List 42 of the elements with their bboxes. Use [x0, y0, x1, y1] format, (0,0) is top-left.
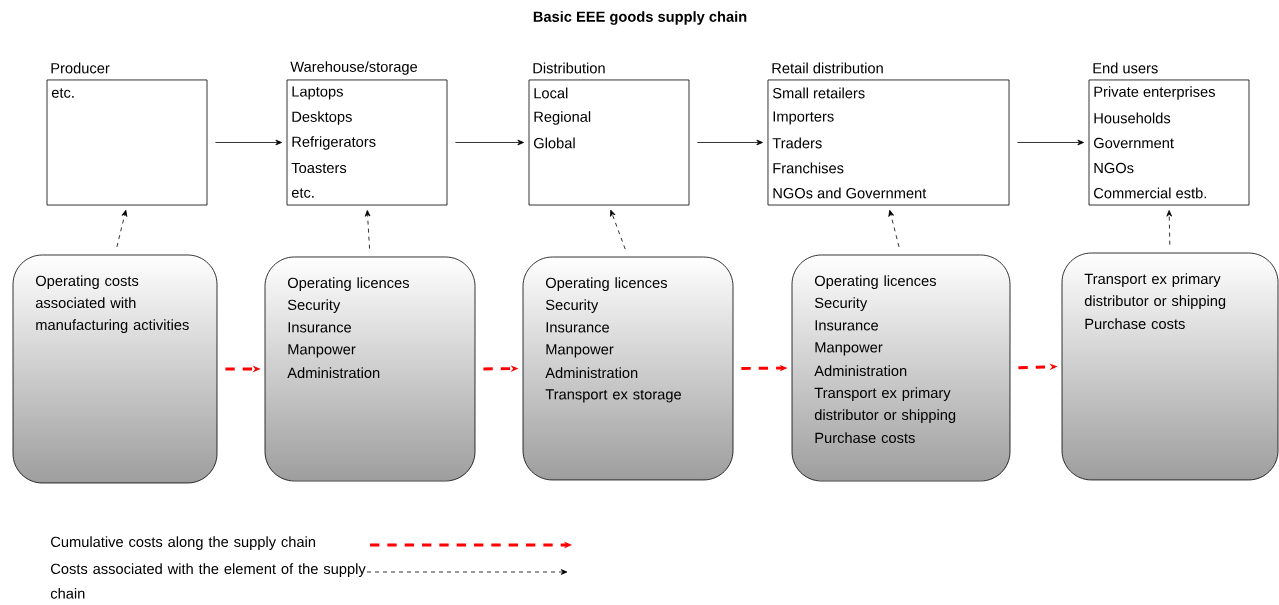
- node-label: Government: [1094, 137, 1174, 149]
- cost-box: Operating licences Security Insurance Manpower Administration Transport ex primary distributor or shipping Purchase costs: [791, 254, 1011, 482]
- arrow: [1017, 139, 1084, 146]
- arrow: [455, 139, 524, 146]
- node-label: etc.: [291, 188, 314, 198]
- cost-box: Operating licences Security Insurance Manpower Administration: [264, 256, 476, 482]
- dashed-arrow: [610, 209, 626, 250]
- item-list-box: Small retailers Importers Traders Franchises NGOs and Government: [767, 79, 1010, 206]
- item-list-box: etc.: [46, 79, 208, 206]
- node-label: Laptops: [292, 86, 343, 100]
- node-label: NGOs and Government: [773, 187, 927, 199]
- stage-heading: Warehouse/storage: [290, 61, 418, 75]
- cost-box: Operating costs associated with manufacturing activities: [12, 254, 218, 484]
- node-label: Desktops: [292, 111, 352, 125]
- stage-heading: Retail distribution: [772, 62, 883, 74]
- cost-box: Transport ex primary distributor or shipping Purchase costs: [1061, 252, 1279, 481]
- dashed-arrow: [888, 209, 900, 248]
- node-label: Small retailers: [772, 87, 865, 99]
- cost-box: Operating licences Security Insurance Manpower Administration Transport ex storage: [522, 256, 734, 481]
- node-label: Households: [1094, 112, 1171, 124]
- item-list-box: Local Regional Global: [528, 79, 690, 206]
- stage-heading: Producer: [51, 62, 110, 74]
- dashed-arrow: [1166, 210, 1173, 246]
- node-label: Refrigerators: [292, 136, 376, 150]
- title: Basic EEE goods supply chain: [533, 11, 747, 25]
- node-label: Private enterprises: [1094, 86, 1215, 100]
- legend-text: Costs associated with the element of the supply chain: [50, 563, 366, 599]
- node-label: Toasters: [291, 162, 347, 174]
- item-list-box: Private enterprises Households Government NGOs Commercial estb.: [1088, 79, 1250, 206]
- arrow: [215, 139, 282, 146]
- node-label: Traders: [772, 137, 822, 149]
- stage-heading: Distribution: [533, 62, 605, 74]
- node-label: Franchises: [773, 162, 844, 174]
- node-label: Commercial estb.: [1094, 187, 1207, 199]
- item-list-box: Laptops Desktops Refrigerators Toasters etc.: [286, 79, 448, 206]
- dashed-arrow: [364, 210, 371, 249]
- legend-text: Cumulative costs along the supply chain: [51, 536, 316, 550]
- arrow: [697, 139, 763, 146]
- node-label: Importers: [773, 111, 834, 125]
- node-label: NGOs: [1094, 162, 1134, 174]
- dashed-arrow: [116, 209, 128, 248]
- stage-heading: End users: [1093, 62, 1158, 74]
